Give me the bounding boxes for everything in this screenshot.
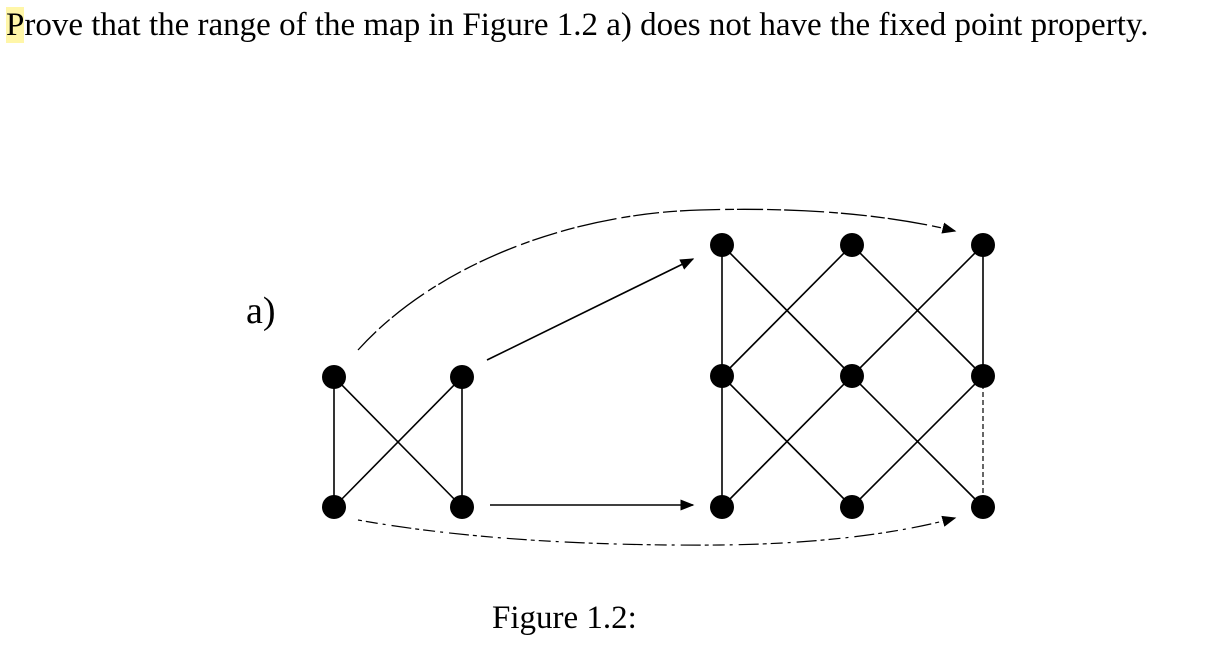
range-edges [721, 244, 984, 508]
range-point [840, 364, 864, 388]
range-edge [721, 375, 853, 508]
map-arrow-curved-top [357, 208, 957, 351]
range-point [971, 495, 995, 519]
range-point [710, 364, 734, 388]
domain-point [322, 495, 346, 519]
range-point [971, 233, 995, 257]
range-edge [851, 375, 984, 508]
range-point [840, 233, 864, 257]
panel-label: a) [246, 290, 276, 332]
highlighted-first-letter: P [6, 7, 25, 43]
range-point [710, 495, 734, 519]
exercise-prompt: Prove that the range of the map in Figur… [6, 2, 1186, 49]
domain-edge-cross-up [333, 376, 463, 508]
domain-point [450, 365, 474, 389]
domain-edges [333, 376, 463, 508]
domain-point [322, 365, 346, 389]
map-arrow-solid-upper [486, 258, 695, 361]
range-point [971, 364, 995, 388]
range-points [710, 233, 995, 519]
map-arrow-curved-bottom [357, 515, 957, 546]
domain-points [322, 365, 474, 519]
range-point [840, 495, 864, 519]
domain-point [450, 495, 474, 519]
map-arrows [357, 208, 957, 546]
figure-caption: Figure 1.2: [492, 600, 637, 636]
range-edge [721, 244, 853, 377]
exercise-prompt-text: rove that the range of the map in Figure… [24, 7, 1149, 43]
range-edge [851, 244, 984, 377]
range-point [710, 233, 734, 257]
